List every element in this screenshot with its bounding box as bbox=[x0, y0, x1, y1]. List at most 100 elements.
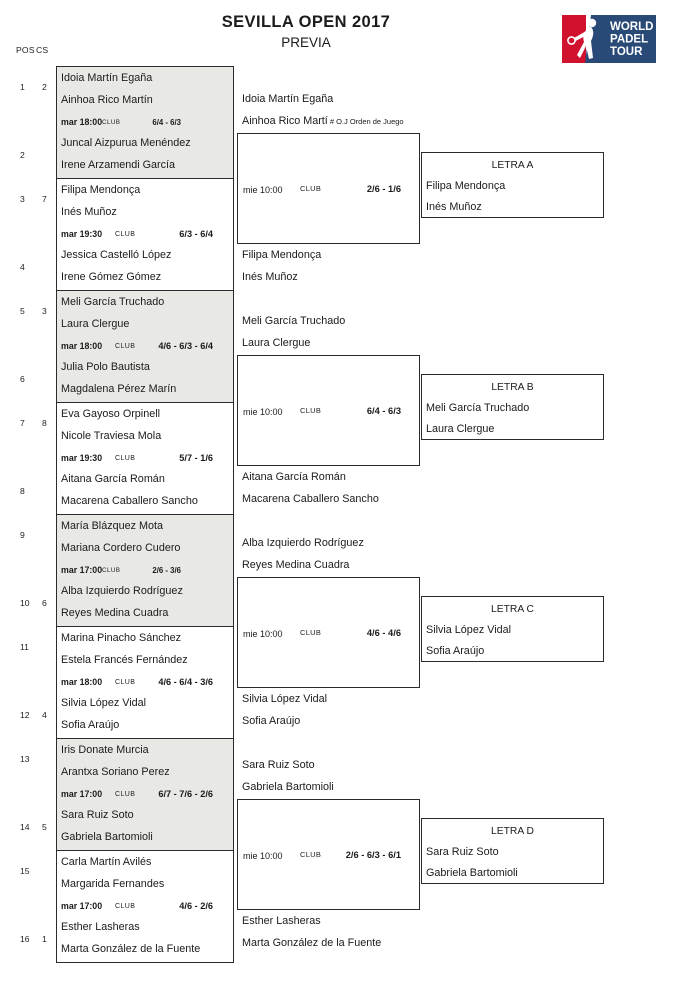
logo-player-silhouette bbox=[567, 18, 597, 59]
match-time: mie 10:00 bbox=[243, 184, 283, 195]
round1-match-block: Meli García Truchado Laura Clergue mar 1… bbox=[56, 290, 234, 403]
match-venue: CLUB bbox=[115, 790, 136, 798]
player-name: Inés Muñoz bbox=[61, 205, 117, 218]
player-name: Aitana García Román bbox=[61, 473, 165, 486]
player-name: Sara Ruiz Soto bbox=[242, 759, 315, 771]
player-name: Inés Muñoz bbox=[426, 201, 482, 213]
match-score: 6/7 - 7/6 - 2/6 bbox=[158, 788, 213, 799]
round1-match-block: María Blázquez Mota Mariana Cordero Cude… bbox=[56, 514, 234, 627]
round2-advancing-team: Idoia Martín Egaña Ainhoa Rico Martí# O.… bbox=[239, 88, 420, 133]
match-venue: CLUB bbox=[115, 342, 136, 350]
round2-advancing-team: Meli García Truchado Laura Clergue bbox=[239, 310, 420, 355]
player-name: Reyes Medina Cuadra bbox=[242, 559, 350, 572]
player-name: Magdalena Pérez Marín bbox=[61, 383, 177, 396]
player-name: Marta González de la Fuente bbox=[61, 943, 201, 956]
match-info: mie 10:00 CLUB 2/6 - 6/3 - 6/1 bbox=[238, 845, 419, 865]
round2-advancing-team: Filipa Mendonça Inés Muñoz bbox=[239, 244, 420, 289]
match-info: mar 19:30 CLUB 6/3 - 6/4 bbox=[57, 224, 233, 246]
player-name: Idoia Martín Egaña bbox=[242, 93, 334, 105]
round1-match-block: Eva Gayoso Orpinell Nicole Traviesa Mola… bbox=[56, 402, 234, 515]
match-time: mar 18:00 bbox=[61, 340, 103, 351]
match-time: mar 17:00 bbox=[61, 788, 103, 799]
pos-number: 4 bbox=[20, 262, 25, 272]
svg-text:TOUR: TOUR bbox=[610, 46, 643, 58]
player-name: Sofia Araújo bbox=[242, 715, 301, 728]
player-name: Silvia López Vidal bbox=[242, 693, 328, 705]
match-info: mar 17:00 CLUB 4/6 - 2/6 bbox=[57, 896, 233, 918]
match-score: 4/6 - 6/4 - 3/6 bbox=[158, 676, 213, 687]
player-name: Laura Clergue bbox=[61, 317, 130, 330]
pos-number: 12 bbox=[20, 710, 30, 720]
player-name: Ainhoa Rico Martín bbox=[61, 93, 153, 106]
pos-number: 5 bbox=[20, 306, 25, 316]
pos-number: 14 bbox=[20, 822, 30, 832]
player-name: Macarena Caballero Sancho bbox=[61, 495, 198, 508]
player-name: Nicole Traviesa Mola bbox=[61, 429, 162, 442]
match-score: 4/6 - 4/6 bbox=[366, 627, 401, 638]
cs-number: 1 bbox=[42, 934, 47, 944]
pos-number: 6 bbox=[20, 374, 25, 384]
round2-match-box: mie 10:00 CLUB 4/6 - 4/6 bbox=[237, 577, 420, 688]
group-box-letra-a: LETRA A Filipa Mendonça Inés Muñoz bbox=[421, 152, 604, 218]
pos-column-header: POS bbox=[16, 45, 35, 55]
cs-number: 6 bbox=[42, 598, 47, 608]
player-name: Eva Gayoso Orpinell bbox=[61, 408, 161, 420]
player-name: Sofia Araújo bbox=[426, 645, 485, 657]
pos-number: 3 bbox=[20, 194, 25, 204]
match-venue: CLUB bbox=[300, 627, 322, 637]
logo-red-panel bbox=[562, 15, 586, 63]
cs-column-header: CS bbox=[36, 45, 49, 55]
match-info: mar 18:00 CLUB 4/6 - 6/4 - 3/6 bbox=[57, 672, 233, 694]
match-info: mar 19:30 CLUB 5/7 - 1/6 bbox=[57, 448, 233, 470]
match-score: 4/6 - 2/6 bbox=[179, 900, 213, 911]
player-name: Mariana Cordero Cudero bbox=[61, 541, 181, 554]
player-name: Filipa Mendonça bbox=[242, 249, 322, 261]
round2-advancing-team: Esther Lasheras Marta González de la Fue… bbox=[239, 910, 420, 955]
group-title: LETRA A bbox=[491, 160, 534, 171]
player-name: Inés Muñoz bbox=[242, 271, 298, 284]
match-venue: CLUB bbox=[102, 118, 121, 126]
player-name: Carla Martín Avilés bbox=[61, 856, 152, 868]
player-name: Sara Ruiz Soto bbox=[426, 846, 499, 858]
svg-text:WORLD: WORLD bbox=[610, 21, 653, 33]
player-name: Jessica Castelló López bbox=[61, 249, 172, 262]
cs-number: 4 bbox=[42, 710, 47, 720]
player-name: Esther Lasheras bbox=[61, 921, 140, 934]
player-name: Estela Francés Fernández bbox=[61, 653, 188, 666]
match-info: mar 18:00 CLUB 6/4 - 6/3 bbox=[57, 112, 233, 134]
player-name: Laura Clergue bbox=[242, 337, 311, 350]
player-name: Irene Arzamendi García bbox=[61, 159, 176, 172]
group-title: LETRA D bbox=[491, 826, 534, 837]
player-name: Ainhoa Rico Martí bbox=[242, 115, 328, 128]
logo-navy-panel bbox=[585, 15, 656, 63]
player-name: Laura Clergue bbox=[426, 423, 495, 435]
round1-match-block: Carla Martín Avilés Margarida Fernandes … bbox=[56, 850, 234, 963]
match-time: mar 19:30 bbox=[61, 228, 103, 239]
player-name: Arantxa Soriano Perez bbox=[61, 765, 170, 778]
match-venue: CLUB bbox=[115, 454, 136, 462]
player-name: Alba Izquierdo Rodríguez bbox=[61, 585, 183, 598]
player-name: Filipa Mendonça bbox=[61, 184, 141, 196]
match-score: 2/6 - 1/6 bbox=[366, 183, 401, 194]
player-name: Gabriela Bartomioli bbox=[426, 867, 518, 879]
player-name: Silvia López Vidal bbox=[426, 624, 512, 636]
player-name: Juncal Aizpurua Menéndez bbox=[61, 137, 191, 150]
player-name-with-note: Ainhoa Rico Martí# O.J Orden de Juego bbox=[239, 110, 420, 132]
match-venue: CLUB bbox=[115, 230, 136, 238]
cs-number: 8 bbox=[42, 418, 47, 428]
match-venue: CLUB bbox=[102, 566, 121, 574]
match-venue: CLUB bbox=[300, 405, 322, 415]
pos-number: 16 bbox=[20, 934, 30, 944]
group-box-letra-c: LETRA C Silvia López Vidal Sofia Araújo bbox=[421, 596, 604, 662]
match-score: 6/3 - 6/4 bbox=[179, 228, 213, 239]
match-time: mie 10:00 bbox=[243, 850, 283, 861]
player-name: Meli García Truchado bbox=[426, 402, 530, 414]
group-title: LETRA C bbox=[491, 604, 534, 615]
match-score: 6/4 - 6/3 bbox=[366, 405, 401, 416]
cs-number: 3 bbox=[42, 306, 47, 316]
player-name: Meli García Truchado bbox=[242, 315, 346, 327]
pos-number: 1 bbox=[20, 82, 25, 92]
match-time: mar 19:30 bbox=[61, 452, 103, 463]
match-info: mar 17:00 CLUB 2/6 - 3/6 bbox=[57, 560, 233, 582]
